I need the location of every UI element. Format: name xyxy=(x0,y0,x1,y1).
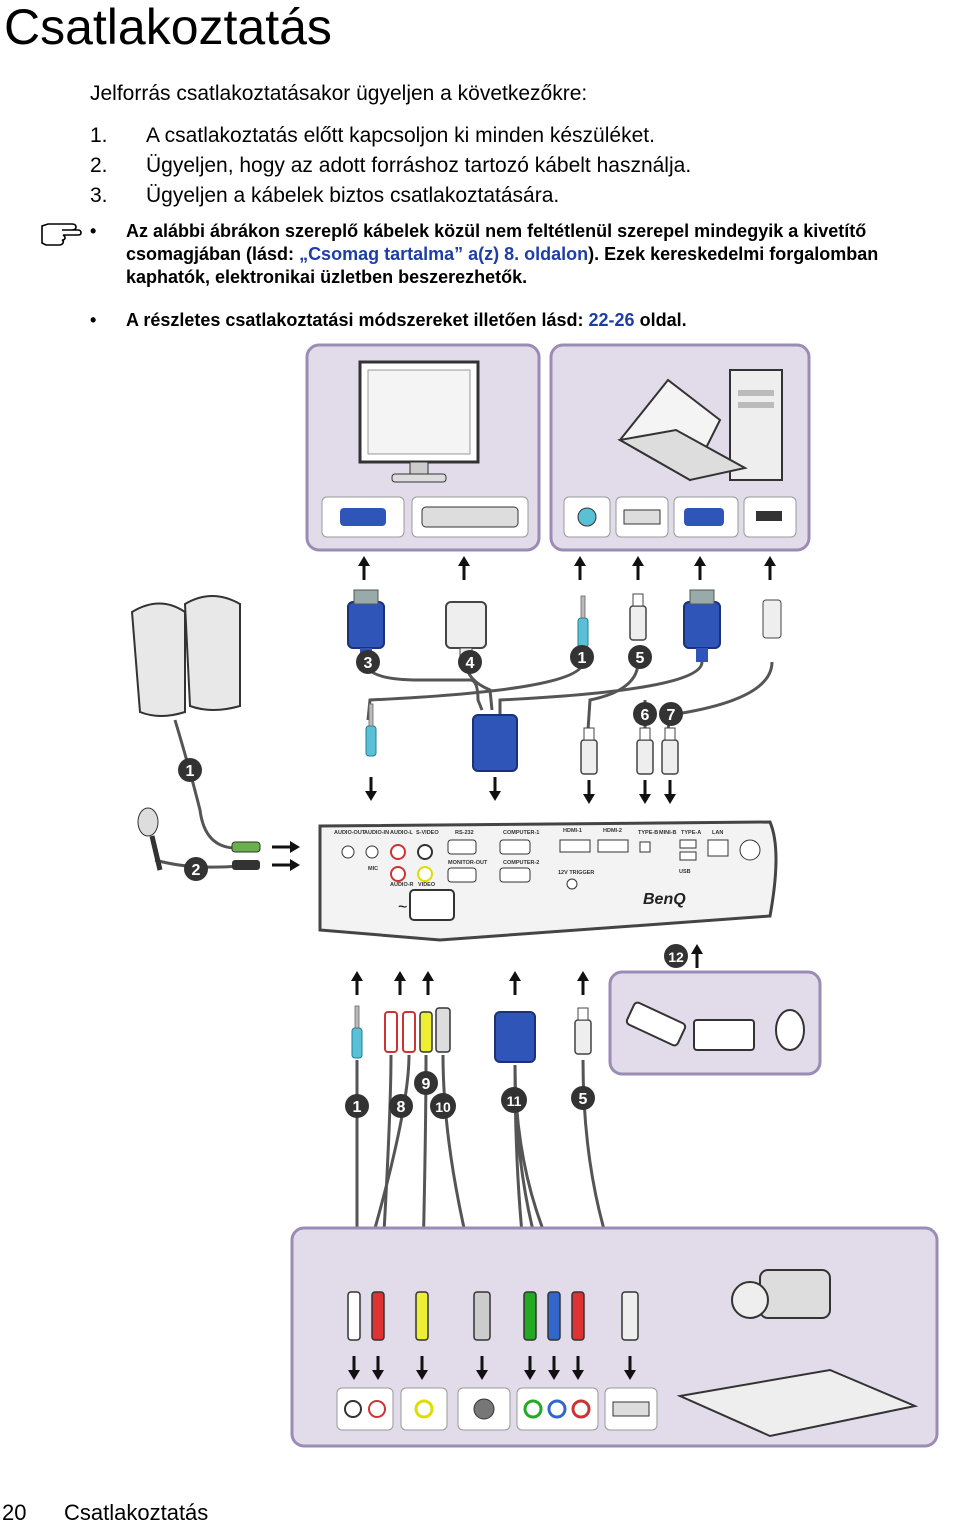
step-2: 2. Ügyeljen, hogy az adott forráshoz tart… xyxy=(90,154,691,178)
step-text: A csatlakoztatás előtt kapcsoljon ki min… xyxy=(146,124,655,147)
svg-text:COMPUTER-1: COMPUTER-1 xyxy=(503,830,539,836)
svg-text:4: 4 xyxy=(466,655,475,672)
note-text: ). Ezek kereskedelmi forgalomban kapható… xyxy=(126,244,879,287)
composite-video-port-icon xyxy=(400,1387,448,1431)
svg-text:USB: USB xyxy=(679,869,691,875)
step-text: Ügyeljen, hogy az adott forráshoz tartoz… xyxy=(146,154,692,177)
step-number: 1. xyxy=(90,124,108,147)
brand-logo: BenQ xyxy=(643,891,686,908)
pointing-hand-icon xyxy=(41,223,82,246)
cable-number-badge: 12 xyxy=(664,944,688,968)
dvi-port-icon xyxy=(411,496,529,538)
dvd-player-icon xyxy=(676,1368,919,1438)
rca-audio-port-icon xyxy=(336,1387,394,1431)
svg-text:MONITOR-OUT: MONITOR-OUT xyxy=(448,860,488,866)
cable-number-badge: 9 xyxy=(414,1071,438,1095)
hdmi-port-icon xyxy=(604,1387,658,1431)
svg-text:LAN: LAN xyxy=(712,830,723,836)
svg-text:S-VIDEO: S-VIDEO xyxy=(416,830,439,836)
cable-number-badge: 6 xyxy=(633,702,657,726)
svg-text:5: 5 xyxy=(579,1091,588,1108)
svg-text:AUDIO-L: AUDIO-L xyxy=(390,830,414,836)
cable-number-badge: 5 xyxy=(628,645,652,669)
svg-text:RS-232: RS-232 xyxy=(455,830,474,836)
s-video-port-icon xyxy=(457,1387,511,1431)
svg-text:12V TRIGGER: 12V TRIGGER xyxy=(558,870,594,876)
footer-section: Csatlakoztatás xyxy=(64,1500,209,1525)
svg-text:MIC: MIC xyxy=(368,866,378,872)
step-1: 1. A csatlakoztatás előtt kapcsoljon ki m… xyxy=(90,124,655,148)
svg-text:VIDEO: VIDEO xyxy=(418,882,436,888)
cable-number-badge: 1 xyxy=(345,1094,369,1118)
connection-diagram: 3 4 1 5 6 7 1 2 AUDIO-OUT AUDIO-IN AUDIO… xyxy=(130,343,939,1448)
svg-text:12: 12 xyxy=(668,949,684,965)
mouse-icon xyxy=(775,1009,805,1051)
cable-number-badge: 1 xyxy=(178,758,202,782)
svg-text:7: 7 xyxy=(667,707,676,724)
svg-text:1: 1 xyxy=(353,1099,362,1116)
speakers-icon xyxy=(130,595,241,717)
svg-text:10: 10 xyxy=(435,1099,451,1115)
cable-number-badge: 7 xyxy=(659,702,683,726)
svg-text:9: 9 xyxy=(422,1076,431,1093)
svg-text:TYPE-A: TYPE-A xyxy=(681,830,701,836)
cable-number-badge: 11 xyxy=(501,1087,527,1113)
svg-text:COMPUTER-2: COMPUTER-2 xyxy=(503,860,539,866)
vga-port-icon xyxy=(321,496,405,538)
svg-text:AUDIO-OUT: AUDIO-OUT xyxy=(334,830,366,836)
step-text: Ügyeljen a kábelek biztos csatlakoztatás… xyxy=(146,184,560,207)
page-number: 20 xyxy=(2,1500,27,1525)
note-text: oldal. xyxy=(634,310,687,330)
audio-port-icon xyxy=(563,496,611,538)
svg-text:5: 5 xyxy=(636,650,645,667)
svg-text:1: 1 xyxy=(578,650,587,667)
note-text: Az alábbi ábrákon szereplő kábelek közül… xyxy=(126,221,867,264)
page-footer: 20 Csatlakoztatás xyxy=(2,1500,208,1526)
intro-text: Jelforrás csatlakoztatásakor ügyeljen a … xyxy=(90,82,588,105)
pages-link[interactable]: 22-26 xyxy=(588,310,635,330)
cable-number-badge: 1 xyxy=(570,645,594,669)
svg-text:AUDIO-R: AUDIO-R xyxy=(390,882,414,888)
svg-text:HDMI-2: HDMI-2 xyxy=(603,828,622,834)
cable-number-badge: 8 xyxy=(389,1094,413,1118)
svg-text:~: ~ xyxy=(398,899,407,916)
keyboard-icon xyxy=(693,1019,755,1051)
vga-port-icon xyxy=(673,496,739,538)
svg-text:8: 8 xyxy=(397,1099,406,1116)
svg-text:11: 11 xyxy=(507,1093,522,1109)
camcorder-icon xyxy=(731,1269,831,1319)
svg-text:AUDIO-IN: AUDIO-IN xyxy=(364,830,389,836)
cable-number-badge: 4 xyxy=(458,650,482,674)
cable-number-badge: 10 xyxy=(430,1093,456,1119)
microphone-icon xyxy=(137,807,163,871)
component-video-port-icon xyxy=(516,1387,599,1431)
svg-text:3: 3 xyxy=(364,655,373,672)
step-number: 2. xyxy=(90,154,108,177)
hdmi-port-icon xyxy=(615,496,669,538)
svg-text:1: 1 xyxy=(186,763,195,780)
cable-number-badge: 2 xyxy=(184,857,208,881)
svg-text:HDMI-1: HDMI-1 xyxy=(563,828,582,834)
cable-number-badge: 3 xyxy=(356,650,380,674)
svg-text:6: 6 xyxy=(641,707,650,724)
usb-flash-drive-icon xyxy=(625,1001,687,1047)
svg-text:MINI-B: MINI-B xyxy=(659,830,676,836)
desktop-computer-icon xyxy=(729,369,783,481)
cable-number-badge: 5 xyxy=(571,1086,595,1110)
step-number: 3. xyxy=(90,184,108,207)
step-3: 3. Ügyeljen a kábelek biztos csatlakoztat… xyxy=(90,184,559,208)
svg-text:TYPE-B: TYPE-B xyxy=(638,830,658,836)
svg-text:2: 2 xyxy=(192,862,201,879)
usb-port-icon xyxy=(743,496,797,538)
page-title: Csatlakoztatás xyxy=(4,0,332,55)
package-contents-link[interactable]: „Csomag tartalma” a(z) 8. oldalon xyxy=(299,244,589,264)
note-text: A részletes csatlakoztatási módszereket … xyxy=(126,310,589,330)
